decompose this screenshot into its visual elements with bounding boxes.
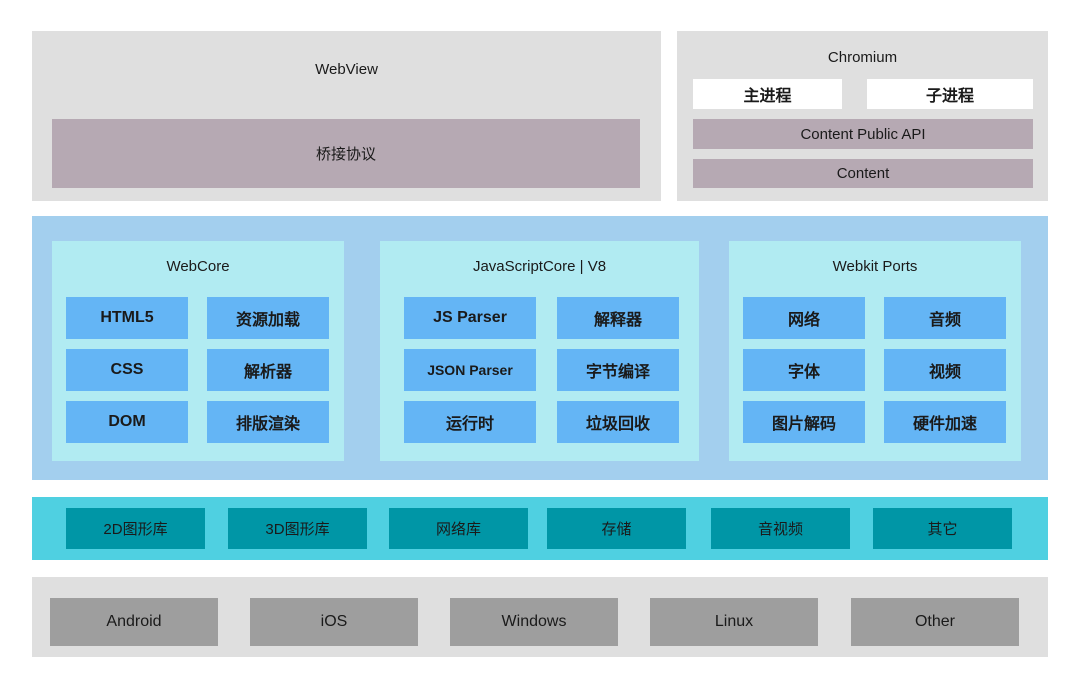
bridge-protocol-box: 桥接协议 xyxy=(52,119,640,188)
sub-process-box: 子进程 xyxy=(867,79,1033,109)
library-item: 2D图形库 xyxy=(66,508,205,549)
module-item: 运行时 xyxy=(404,401,536,443)
webkit-ports-module: Webkit Ports 网络 音频 字体 视频 图片解码 硬件加速 xyxy=(729,241,1021,461)
library-item: 网络库 xyxy=(389,508,528,549)
module-item: 解析器 xyxy=(207,349,329,391)
module-item: 垃圾回收 xyxy=(557,401,679,443)
module-item: 视频 xyxy=(884,349,1006,391)
webview-title: WebView xyxy=(315,60,378,78)
module-item: 资源加载 xyxy=(207,297,329,339)
platform-item: iOS xyxy=(250,598,418,646)
module-item: DOM xyxy=(66,401,188,443)
module-item: CSS xyxy=(66,349,188,391)
module-item: 字体 xyxy=(743,349,865,391)
module-item: JS Parser xyxy=(404,297,536,339)
platform-item: Android xyxy=(50,598,218,646)
library-item: 其它 xyxy=(873,508,1012,549)
chromium-layer: Chromium 主进程 子进程 Content Public API Cont… xyxy=(677,31,1048,201)
module-item: 解释器 xyxy=(557,297,679,339)
module-title: JavaScriptCore | V8 xyxy=(472,257,607,275)
javascript-engine-module: JavaScriptCore | V8 JS Parser 解释器 JSON P… xyxy=(380,241,699,461)
library-item: 音视频 xyxy=(711,508,850,549)
module-title: WebCore xyxy=(166,257,230,275)
platform-item: Other xyxy=(851,598,1019,646)
library-item: 存储 xyxy=(547,508,686,549)
content-public-api-box: Content Public API xyxy=(693,119,1033,149)
module-item: 图片解码 xyxy=(743,401,865,443)
module-item: 网络 xyxy=(743,297,865,339)
libraries-layer: 2D图形库 3D图形库 网络库 存储 音视频 其它 xyxy=(32,497,1048,560)
chromium-title: Chromium xyxy=(827,48,898,66)
module-item: JSON Parser xyxy=(404,349,536,391)
module-item: 音频 xyxy=(884,297,1006,339)
main-process-box: 主进程 xyxy=(693,79,842,109)
library-item: 3D图形库 xyxy=(228,508,367,549)
module-title: Webkit Ports xyxy=(832,257,918,275)
platform-item: Linux xyxy=(650,598,818,646)
engine-layer: WebCore HTML5 资源加载 CSS 解析器 DOM 排版渲染 Java… xyxy=(32,216,1048,480)
webcore-module: WebCore HTML5 资源加载 CSS 解析器 DOM 排版渲染 xyxy=(52,241,344,461)
platform-item: Windows xyxy=(450,598,618,646)
module-item: 排版渲染 xyxy=(207,401,329,443)
webview-layer: WebView 桥接协议 xyxy=(32,31,661,201)
module-item: 字节编译 xyxy=(557,349,679,391)
module-item: 硬件加速 xyxy=(884,401,1006,443)
content-box: Content xyxy=(693,159,1033,188)
platforms-layer: Android iOS Windows Linux Other xyxy=(32,577,1048,657)
module-item: HTML5 xyxy=(66,297,188,339)
